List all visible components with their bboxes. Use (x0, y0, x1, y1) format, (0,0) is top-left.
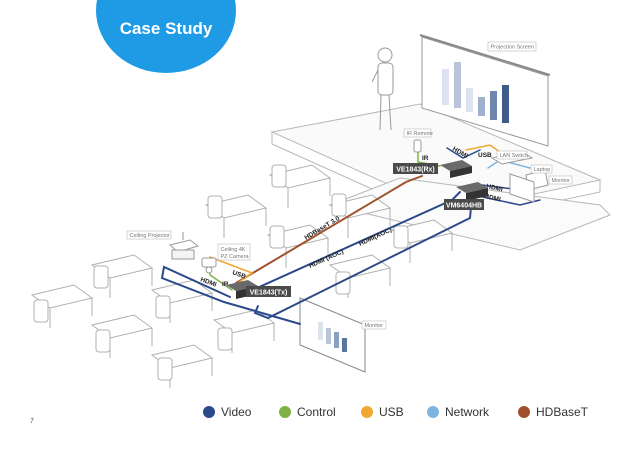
ir-label: IR (422, 155, 429, 162)
ir-remote-device (413, 139, 422, 153)
page-number: 7 (30, 418, 34, 425)
screen-bar (502, 85, 509, 123)
hdmi-rx-cable (446, 147, 481, 159)
monitor-bar (342, 338, 347, 352)
monitor-bar (318, 322, 323, 340)
hdbaset-dot-icon (518, 406, 530, 418)
screen-bar (466, 88, 473, 112)
monitor-bar (326, 328, 331, 344)
projection-screen (419, 34, 551, 147)
desk (150, 279, 214, 323)
laptop-callout (530, 164, 553, 174)
hdmi-sw-label: HDMI (486, 183, 504, 193)
usb-tx-label: USB (231, 269, 247, 280)
desk (328, 254, 392, 298)
laptop-label: Laptop (534, 167, 551, 173)
lan-switch-callout (496, 150, 528, 160)
desk (30, 284, 94, 328)
legend-label: Network (445, 405, 490, 419)
ceiling-projector-label: Ceiling Projector (130, 233, 171, 239)
video-dot-icon (203, 406, 215, 418)
hdmi-aoc-label-2: HDMI(AOC) (358, 227, 393, 248)
transmitter-label-bg (246, 286, 291, 297)
ceiling-camera (201, 257, 217, 274)
ir-remote-label: IR Remote (407, 131, 433, 137)
network-dot-icon (427, 406, 439, 418)
legend-label: Control (297, 405, 336, 419)
ceiling-projector-callout (126, 230, 172, 240)
room-monitor-callout (361, 320, 387, 330)
screen-bar (442, 69, 449, 105)
hdmi-to-projector (160, 265, 301, 325)
ceiling-projector (168, 232, 200, 260)
usb-rx-cable (465, 144, 501, 153)
legend-label: Video (221, 405, 252, 419)
receiver-label-bg (393, 163, 438, 174)
receiver-label: VE1843(Rx) (396, 167, 435, 174)
room-monitor (299, 297, 366, 373)
presenter-figure (371, 47, 394, 131)
room-monitor-label: Monitor (365, 323, 384, 329)
desk (90, 314, 154, 358)
desk (212, 309, 276, 353)
legend-item-control: Control (279, 404, 336, 420)
legend-label: USB (379, 405, 404, 419)
desk (204, 194, 268, 238)
desk (150, 344, 214, 388)
desk (390, 219, 454, 263)
front-monitor-label: Monitor (552, 178, 571, 184)
desk (90, 254, 154, 298)
front-monitor-device (509, 173, 535, 203)
hdmi-sw-label-2: HDMI (484, 193, 502, 203)
rx-box (440, 160, 472, 178)
hdbaset-cable (235, 175, 423, 284)
screen-bar (478, 97, 485, 116)
case-study-title: Case Study (119, 19, 213, 38)
screen-bar (454, 62, 461, 108)
lan-switch-label: LAN Switch (500, 153, 528, 159)
legend-item-network: Network (427, 404, 489, 420)
monitor-bar (334, 332, 339, 348)
transmitter-label: VE1843(Tx) (250, 290, 288, 297)
ceiling-camera-label-line2: PZ Camera (221, 254, 250, 260)
switcher-box (456, 182, 488, 201)
screen-bar (490, 91, 497, 120)
legend-item-usb: USB (361, 404, 404, 420)
switcher-label-bg (444, 199, 484, 210)
front-monitor-callout (548, 175, 573, 185)
ceiling-camera-callout (217, 243, 251, 261)
switcher-label: VM6404HB (446, 203, 482, 210)
desk (268, 164, 332, 208)
projection-screen-label: Projection Screen (491, 45, 534, 51)
usb-rx-label: USB (478, 152, 492, 159)
ir-tx-label: IR (222, 281, 229, 288)
usb-dot-icon (361, 406, 373, 418)
usb-cable (209, 256, 254, 284)
ir-remote-callout (403, 128, 432, 138)
control-dot-icon (279, 406, 291, 418)
classroom-desks (30, 164, 454, 388)
desk (266, 224, 330, 268)
legend-label: HDBaseT (536, 405, 589, 419)
projection-screen-callout (487, 41, 537, 52)
ceiling-camera-label-line1: Ceiling 4K (221, 247, 246, 253)
legend-item-hdbaset: HDBaseT (518, 404, 588, 420)
legend-item-video: Video (203, 404, 251, 420)
